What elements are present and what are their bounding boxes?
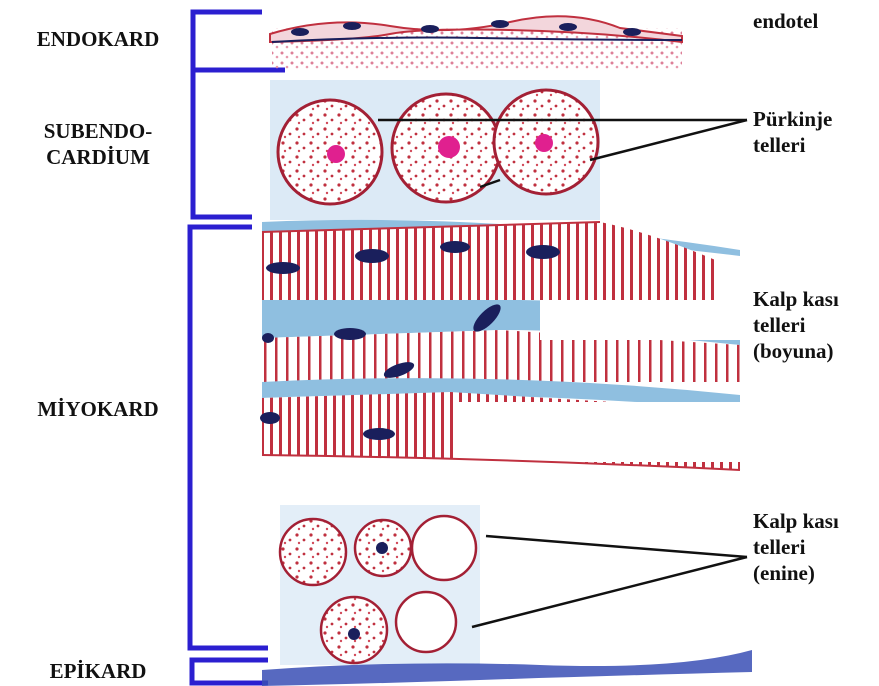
label-miyokard: MİYOKARD — [18, 396, 178, 422]
epikard-bracket — [192, 660, 268, 683]
subendocardium-bracket — [193, 70, 252, 217]
transverse-muscle-fibers — [280, 505, 480, 665]
miyokard-bracket — [190, 227, 268, 648]
purkinje-fibers — [270, 80, 600, 220]
label-kalp-enine: Kalp kası telleri (enine) — [753, 508, 839, 586]
label-purkinje: Pürkinje telleri — [753, 106, 832, 158]
longitudinal-muscle-fibers — [260, 222, 740, 470]
endocardium-tissue — [270, 16, 682, 70]
label-epikard: EPİKARD — [18, 658, 178, 684]
label-endokard: ENDOKARD — [18, 26, 178, 52]
label-subendocardium: SUBENDO- CARDİUM — [18, 118, 178, 170]
label-kalp-boyuna: Kalp kası telleri (boyuna) — [753, 286, 839, 364]
label-endotel: endotel — [753, 8, 818, 34]
